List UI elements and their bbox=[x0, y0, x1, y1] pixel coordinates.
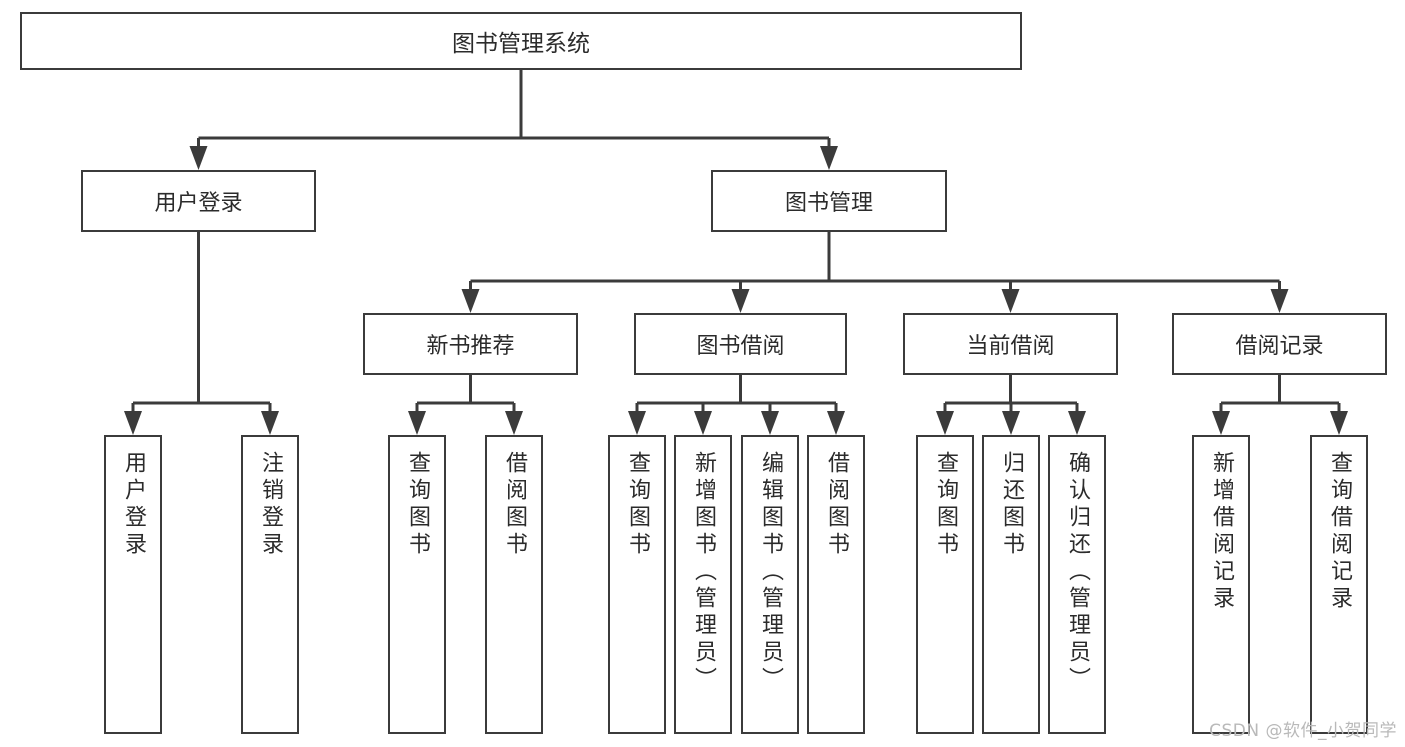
node-label: 确认归还（管理员） bbox=[1065, 451, 1090, 694]
node-label: 用户登录 bbox=[154, 191, 243, 216]
node-leaf-user-logout[interactable]: 注销登录 bbox=[241, 435, 299, 734]
node-label: 借阅图书 bbox=[502, 451, 527, 559]
node-user-login[interactable]: 用户登录 bbox=[81, 170, 316, 232]
node-root[interactable]: 图书管理系统 bbox=[20, 12, 1022, 70]
node-leaf-cur-confirm[interactable]: 确认归还（管理员） bbox=[1048, 435, 1106, 734]
node-label: 注销登录 bbox=[258, 451, 283, 559]
node-leaf-borrow-query[interactable]: 查询图书 bbox=[608, 435, 666, 734]
node-label: 当前借阅 bbox=[966, 334, 1055, 359]
node-new-book-rec[interactable]: 新书推荐 bbox=[363, 313, 578, 375]
node-label: 查询图书 bbox=[405, 451, 430, 559]
node-label: 查询图书 bbox=[933, 451, 958, 559]
node-label: 新增借阅记录 bbox=[1209, 451, 1234, 613]
csdn-watermark: CSDN @软件_小贺同学 bbox=[1209, 721, 1397, 741]
node-book-manage[interactable]: 图书管理 bbox=[711, 170, 947, 232]
node-label: 新增图书（管理员） bbox=[691, 451, 716, 694]
node-leaf-user-login[interactable]: 用户登录 bbox=[104, 435, 162, 734]
node-leaf-rec-add[interactable]: 新增借阅记录 bbox=[1192, 435, 1250, 734]
node-current-borrow[interactable]: 当前借阅 bbox=[903, 313, 1118, 375]
node-label: 编辑图书（管理员） bbox=[758, 451, 783, 694]
node-label: 图书借阅 bbox=[696, 334, 785, 359]
node-label: 图书管理系统 bbox=[452, 31, 590, 57]
node-book-borrow[interactable]: 图书借阅 bbox=[634, 313, 847, 375]
node-leaf-cur-return[interactable]: 归还图书 bbox=[982, 435, 1040, 734]
node-leaf-cur-query[interactable]: 查询图书 bbox=[916, 435, 974, 734]
node-leaf-rec-search[interactable]: 查询借阅记录 bbox=[1310, 435, 1368, 734]
node-borrow-record[interactable]: 借阅记录 bbox=[1172, 313, 1387, 375]
node-label: 图书管理 bbox=[784, 191, 873, 216]
node-leaf-rec-query[interactable]: 查询图书 bbox=[388, 435, 446, 734]
node-label: 查询图书 bbox=[625, 451, 650, 559]
node-leaf-borrow-edit[interactable]: 编辑图书（管理员） bbox=[741, 435, 799, 734]
node-label: 借阅记录 bbox=[1235, 334, 1324, 359]
node-label: 归还图书 bbox=[999, 451, 1024, 559]
node-leaf-borrow-lend[interactable]: 借阅图书 bbox=[807, 435, 865, 734]
node-leaf-borrow-add[interactable]: 新增图书（管理员） bbox=[674, 435, 732, 734]
node-label: 新书推荐 bbox=[426, 334, 515, 359]
node-label: 借阅图书 bbox=[824, 451, 849, 559]
node-leaf-rec-borrow[interactable]: 借阅图书 bbox=[485, 435, 543, 734]
node-label: 查询借阅记录 bbox=[1327, 451, 1352, 613]
node-label: 用户登录 bbox=[121, 451, 146, 559]
